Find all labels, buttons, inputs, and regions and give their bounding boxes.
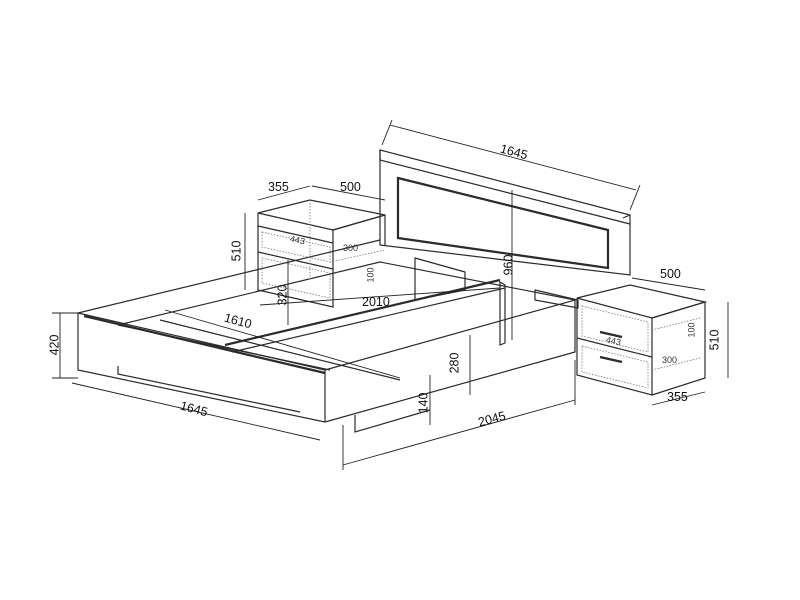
dim-nightstand-left-height: 510 bbox=[229, 240, 244, 262]
dim-nightstand-left-depth: 355 bbox=[268, 180, 289, 194]
dim-mattress-length: 2010 bbox=[362, 295, 390, 309]
dim-drawer-left-height: 100 bbox=[365, 267, 376, 283]
dim-drawer-right-depth: 300 bbox=[662, 355, 678, 365]
nightstand-right bbox=[576, 284, 708, 396]
dim-frame-height: 280 bbox=[447, 352, 462, 374]
dim-drawer-right-height: 100 bbox=[686, 322, 697, 338]
dim-nightstand-right-width: 500 bbox=[660, 267, 681, 281]
nightstand-left bbox=[257, 199, 386, 308]
dim-nightstand-right-depth: 355 bbox=[667, 390, 688, 404]
dimension-lines bbox=[52, 119, 729, 470]
dim-underbed-height: 320 bbox=[275, 284, 290, 306]
dim-nightstand-right-height: 510 bbox=[707, 329, 722, 351]
dim-nightstand-left-width: 500 bbox=[340, 180, 361, 194]
headboard bbox=[379, 149, 631, 276]
dim-leg-height: 140 bbox=[416, 392, 431, 414]
dim-bed-height: 420 bbox=[47, 334, 62, 356]
dim-drawer-left-depth: 300 bbox=[343, 243, 359, 253]
dim-headboard-height: 960 bbox=[501, 254, 516, 276]
